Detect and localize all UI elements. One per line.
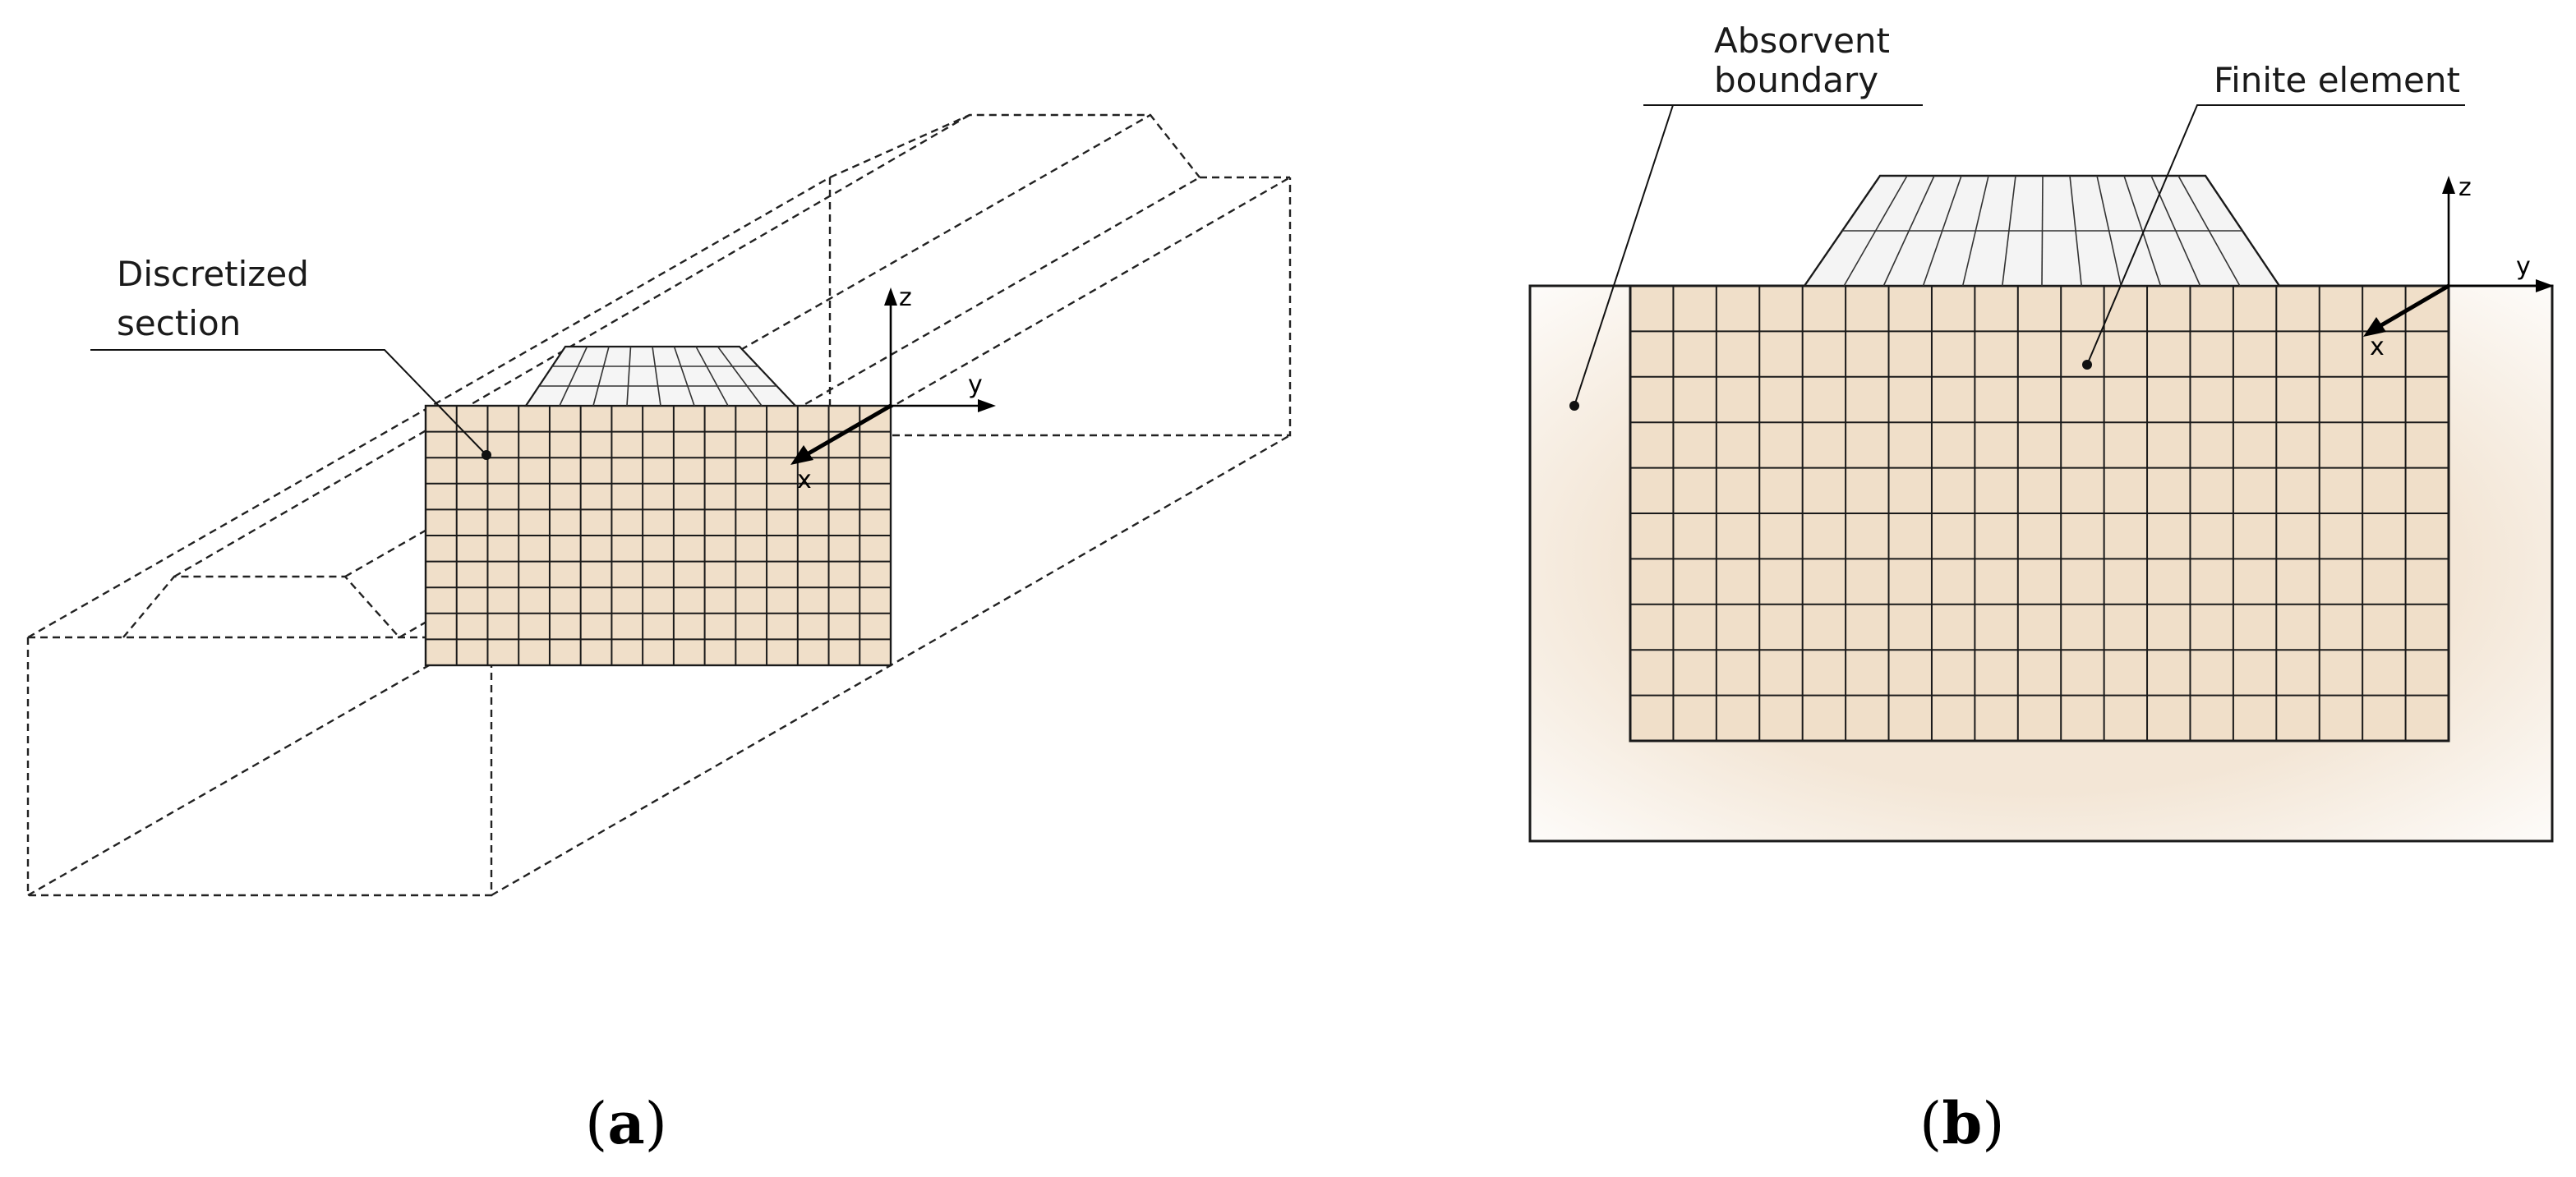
caption-a: (a) [585, 1089, 667, 1157]
finite-element-label: Finite element [2082, 60, 2465, 370]
absorbent-label-line2: boundary [1714, 60, 1878, 100]
back-face [828, 177, 1292, 437]
discretized-label-line1: Discretized [117, 254, 309, 294]
emb-a-col-line [717, 346, 763, 407]
z-label-a: z [899, 283, 912, 312]
x-arrow-a [790, 445, 813, 465]
finite-element-label-text: Finite element [2214, 60, 2460, 100]
z-arrow-b [2442, 176, 2455, 194]
absorbent-leader-dot [1569, 401, 1579, 411]
emb-a-col-line [695, 346, 729, 407]
x-label-b: x [2370, 333, 2385, 361]
discretized-label-line2: section [117, 303, 241, 343]
panel-b: z y x Absorvent boundary Finite element … [1528, 21, 2554, 1157]
axes-b: z y x [2363, 173, 2554, 361]
x-axis-b [2380, 283, 2450, 328]
emb-a-col-line [652, 346, 661, 407]
emb-a-col-line [673, 346, 695, 407]
caption-b: (b) [1919, 1089, 2005, 1157]
emb-a-col-line [592, 346, 610, 407]
embankment-mesh-b [1802, 174, 2282, 287]
x-arrow-b [2363, 317, 2386, 337]
x-axis-a [807, 403, 892, 456]
absorbent-label: Absorvent boundary [1569, 21, 1923, 411]
panel-a: z y x Discretized section (a) [26, 113, 1292, 1157]
y-arrow-a [978, 399, 996, 412]
front-embankment [122, 575, 400, 638]
discretized-label: Discretized section [90, 254, 491, 460]
back-embankment [829, 113, 1200, 179]
y-label-b: y [2516, 252, 2531, 281]
discretized-leader [90, 349, 487, 456]
finite-element-mesh [1629, 284, 2450, 743]
embankment-mesh-a [523, 345, 798, 407]
emb-a-col-line [626, 346, 632, 407]
z-arrow-a [884, 287, 897, 306]
finite-element-leader [2086, 104, 2465, 366]
finite-element-leader-dot [2082, 360, 2092, 370]
discretized-leader-dot [482, 450, 491, 460]
axes-a: z y x [790, 283, 996, 494]
x-label-a: x [797, 466, 812, 494]
front-face [26, 637, 493, 897]
z-label-b: z [2458, 173, 2472, 202]
y-arrow-b [2536, 279, 2554, 292]
y-label-a: y [968, 370, 983, 399]
emb-a-col-line [559, 346, 588, 407]
absorbent-label-line1: Absorvent [1714, 21, 1890, 61]
